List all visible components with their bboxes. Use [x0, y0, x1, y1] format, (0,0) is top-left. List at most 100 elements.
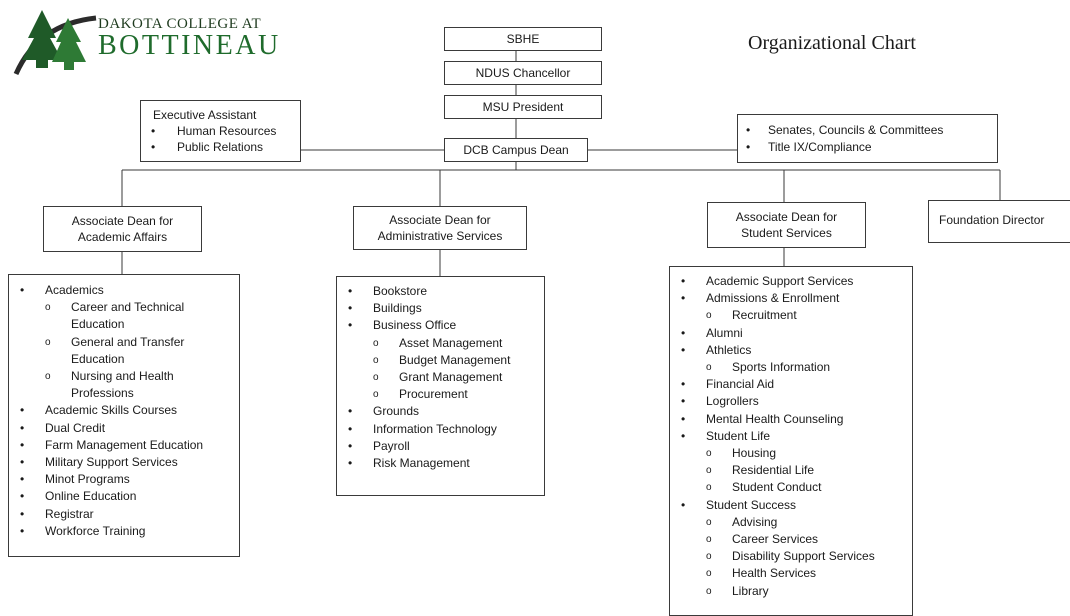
bullet-icon: •	[151, 124, 156, 138]
list-item: •Risk Management	[337, 455, 544, 472]
bullet-icon: •	[20, 455, 25, 470]
box-msu-president: MSU President	[444, 95, 602, 119]
bullet-icon: •	[20, 506, 25, 521]
box-student-services-list: •Academic Support Services•Admissions & …	[669, 266, 913, 616]
bullet-icon: •	[348, 318, 353, 333]
list-item: •Registrar	[9, 506, 239, 523]
list-item-text: Student Life	[706, 428, 771, 443]
sub-bullet-icon: o	[373, 354, 379, 366]
list-item-text: Grant Management	[399, 370, 503, 385]
dean-student-line1: Associate Dean for	[735, 210, 838, 224]
list-item-text: Professions	[71, 386, 134, 401]
sub-bullet-icon: o	[706, 534, 712, 546]
sub-bullet-icon: o	[373, 389, 379, 401]
list-item-text: Grounds	[373, 404, 420, 419]
dean-admin-line1: Associate Dean for	[389, 213, 491, 227]
bullet-icon: •	[681, 325, 686, 340]
list-item: • Senates, Councils & Committees	[738, 122, 997, 139]
list-item-text: Minot Programs	[45, 472, 130, 487]
list-item-text: Sports Information	[732, 360, 831, 375]
list-item: •Information Technology	[337, 421, 544, 438]
bullet-icon: •	[151, 140, 156, 154]
box-associate-dean-administrative: Associate Dean for Administrative Servic…	[353, 206, 527, 250]
list-item-text: Career Services	[732, 532, 819, 547]
list-item: •Dual Credit	[9, 420, 239, 437]
bullet-icon: •	[746, 140, 751, 154]
list-item: Professions	[9, 385, 239, 402]
bullet-icon: •	[348, 284, 353, 298]
list-item-text: Academic Skills Courses	[45, 403, 178, 418]
dean-admin-line2: Administrative Services	[377, 229, 503, 243]
box-president-label: MSU President	[482, 100, 564, 114]
list-item-text: Farm Management Education	[45, 437, 204, 452]
student-services-list: •Academic Support Services•Admissions & …	[670, 273, 912, 600]
list-item-text: Health Services	[732, 566, 817, 581]
dean-academic-line1: Associate Dean for	[71, 214, 174, 228]
list-item-text: Risk Management	[373, 456, 470, 471]
list-item-text: Business Office	[373, 318, 457, 333]
list-item: •Public Relations	[141, 139, 300, 155]
box-senates-compliance: •Senates, Councils & Committees •Title I…	[737, 114, 998, 163]
bullet-icon: •	[681, 411, 686, 426]
list-item: • Student Success	[670, 497, 912, 514]
list-item: o Career Services	[670, 531, 912, 548]
foundation-director-label: Foundation Director	[939, 213, 1045, 227]
box-ndus-chancellor: NDUS Chancellor	[444, 61, 602, 85]
list-item-text: Buildings	[373, 301, 422, 316]
list-item-text: Academics	[45, 283, 104, 297]
list-item-text: Recruitment	[732, 308, 797, 323]
sub-bullet-icon: o	[706, 516, 712, 528]
list-item: •Human Resources	[141, 123, 300, 139]
box-associate-dean-academic: Associate Dean for Academic Affairs	[43, 206, 202, 252]
list-item-text: Admissions & Enrollment	[706, 291, 840, 306]
bullet-icon: •	[746, 123, 751, 137]
bullet-icon: •	[20, 523, 25, 538]
bullet-icon: •	[348, 421, 353, 436]
list-item-text: Alumni	[706, 325, 743, 340]
box-foundation-director: Foundation Director	[928, 200, 1070, 243]
list-item-text: Senates, Councils & Committees	[768, 123, 944, 137]
bullet-icon: •	[20, 489, 25, 504]
sub-bullet-icon: o	[706, 465, 712, 477]
list-item-text: Education	[71, 317, 125, 332]
logo-text-line2: BOTTINEAU	[98, 30, 281, 61]
list-item-text: Career and Technical	[71, 300, 185, 315]
box-sbhe-label: SBHE	[506, 32, 540, 46]
bullet-icon: •	[681, 497, 686, 512]
list-item-text: Financial Aid	[706, 377, 775, 392]
list-item-text: Mental Health Counseling	[706, 411, 844, 426]
sub-bullet-icon: o	[706, 551, 712, 563]
list-item: •Admissions & Enrollment	[670, 290, 912, 307]
dean-academic-line2: Academic Affairs	[77, 230, 168, 244]
list-item-text: Bookstore	[373, 284, 428, 298]
sub-bullet-icon: o	[45, 336, 51, 348]
list-item: • Mental Health Counseling	[670, 411, 912, 428]
list-item: • Alumni	[670, 325, 912, 342]
bullet-icon: •	[681, 428, 686, 443]
list-item: •Military Support Services	[9, 454, 239, 471]
list-item: •Workforce Training	[9, 523, 239, 540]
list-item: • Minot Programs	[9, 471, 239, 488]
list-item: • Academic Skills Courses	[9, 402, 239, 419]
bullet-icon: •	[20, 472, 25, 487]
bullet-icon: •	[20, 403, 25, 418]
list-item-text: Student Success	[706, 497, 797, 512]
list-item: • Bookstore	[337, 283, 544, 300]
chart-title: Organizational Chart	[748, 32, 916, 54]
list-item: Education	[9, 351, 239, 368]
sub-bullet-icon: o	[373, 337, 379, 349]
list-item-text: Asset Management	[399, 335, 503, 350]
logo-text-line1: DAKOTA COLLEGE AT	[98, 16, 262, 32]
bullet-icon: •	[20, 437, 25, 452]
list-item: • Student Life	[670, 428, 912, 445]
list-item-text: Academic Support Services	[706, 274, 854, 288]
list-item-text: Payroll	[373, 438, 410, 453]
